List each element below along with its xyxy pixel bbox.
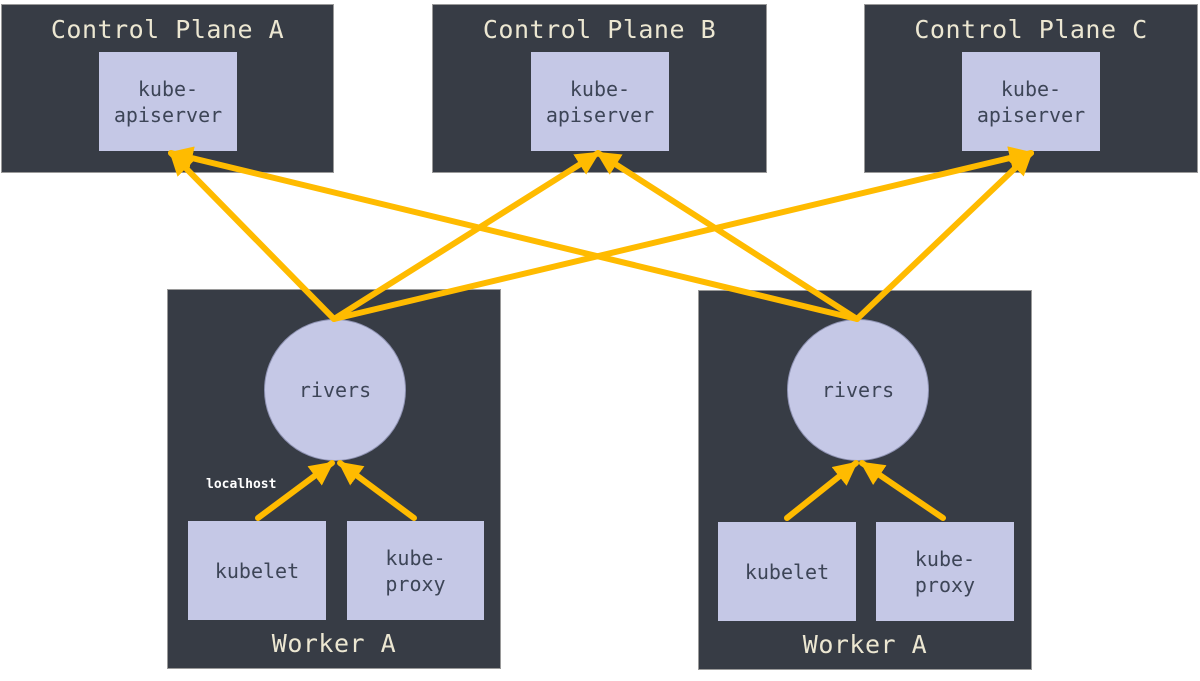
worker-right-rivers: rivers (787, 319, 929, 461)
control-plane-a: Control Plane A kube- apiserver (1, 4, 334, 173)
worker-left-kubelet: kubelet (188, 521, 326, 620)
worker-right: rivers kubelet kube- proxy Worker A (698, 290, 1032, 670)
worker-left-title: Worker A (271, 629, 397, 658)
control-plane-b-kube-apiserver: kube- apiserver (531, 52, 669, 151)
control-plane-b-title: Control Plane B (482, 15, 717, 44)
control-plane-c-title: Control Plane C (914, 15, 1148, 44)
worker-right-title: Worker A (802, 630, 928, 659)
worker-left-kube-proxy: kube- proxy (347, 521, 484, 620)
worker-left-rivers: rivers (264, 319, 406, 461)
control-plane-b: Control Plane B kube- apiserver (432, 4, 767, 173)
control-plane-c-kube-apiserver: kube- apiserver (962, 52, 1100, 151)
worker-right-kubelet: kubelet (718, 522, 856, 621)
control-plane-c: Control Plane C kube- apiserver (864, 4, 1198, 173)
worker-left: rivers localhost kubelet kube- proxy Wor… (167, 289, 501, 669)
worker-right-kube-proxy: kube- proxy (876, 522, 1014, 621)
control-plane-a-kube-apiserver: kube- apiserver (99, 52, 237, 151)
control-plane-a-title: Control Plane A (50, 15, 285, 44)
worker-left-localhost-label: localhost (206, 477, 277, 492)
